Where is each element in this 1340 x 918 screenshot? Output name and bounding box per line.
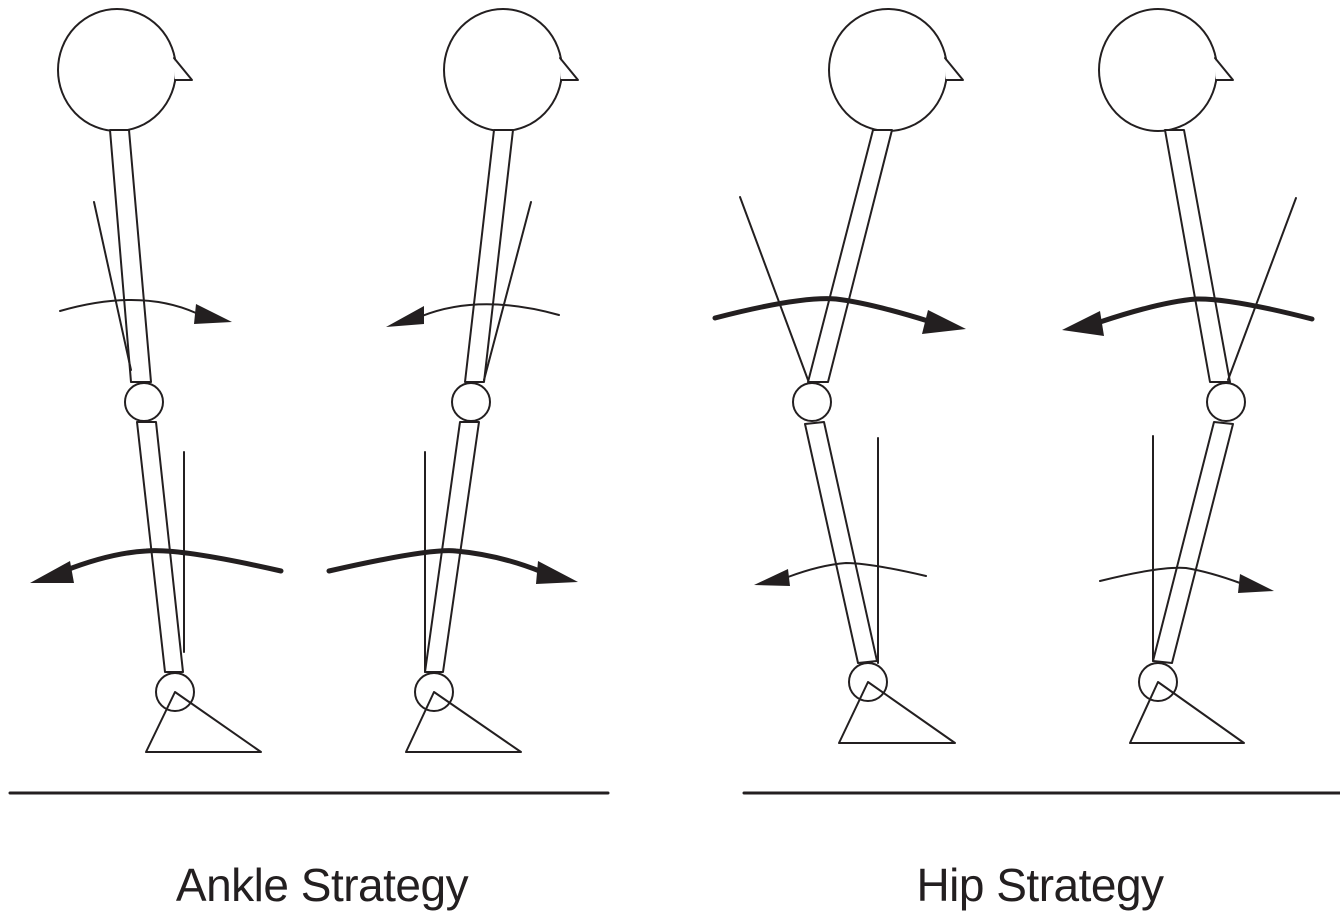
- leg-segment: [137, 422, 183, 672]
- hip-figure-2: [1062, 9, 1312, 743]
- head: [58, 9, 176, 131]
- arrowhead: [1062, 311, 1104, 336]
- arrowhead: [754, 569, 790, 586]
- torso-segment: [1165, 130, 1230, 382]
- nose: [1215, 58, 1233, 80]
- nose: [945, 58, 963, 80]
- reference-line: [740, 197, 808, 380]
- reference-line: [1228, 198, 1296, 380]
- hip-joint: [793, 383, 831, 421]
- arrowhead: [1238, 574, 1274, 593]
- leg-segment: [805, 422, 877, 663]
- arrowhead: [922, 310, 966, 334]
- arrowhead: [536, 561, 578, 584]
- hip-joint: [1207, 383, 1245, 421]
- torso-segment: [808, 130, 892, 382]
- hip-moment-arrow: [715, 299, 928, 321]
- nose: [560, 58, 578, 80]
- ankle-figure-1: [30, 9, 281, 752]
- head: [829, 9, 947, 131]
- torso-segment: [110, 130, 151, 382]
- head: [444, 9, 562, 131]
- ankle-moment-arrow: [329, 551, 542, 572]
- nose: [174, 58, 192, 80]
- ankle-moment-arrow: [1100, 568, 1240, 583]
- hip-strategy-caption: Hip Strategy: [916, 858, 1163, 912]
- ankle-strategy-caption: Ankle Strategy: [176, 858, 468, 912]
- arrowhead: [30, 561, 74, 583]
- ankle-figure-2: [329, 9, 578, 752]
- hip-figure-1: [715, 9, 966, 743]
- torso-segment: [465, 130, 513, 382]
- head: [1099, 9, 1217, 131]
- arrowhead: [386, 306, 424, 327]
- leg-segment: [1153, 422, 1233, 663]
- arrowhead: [194, 304, 232, 324]
- hip-joint: [452, 383, 490, 421]
- hip-joint: [125, 383, 163, 421]
- leg-segment: [425, 422, 479, 672]
